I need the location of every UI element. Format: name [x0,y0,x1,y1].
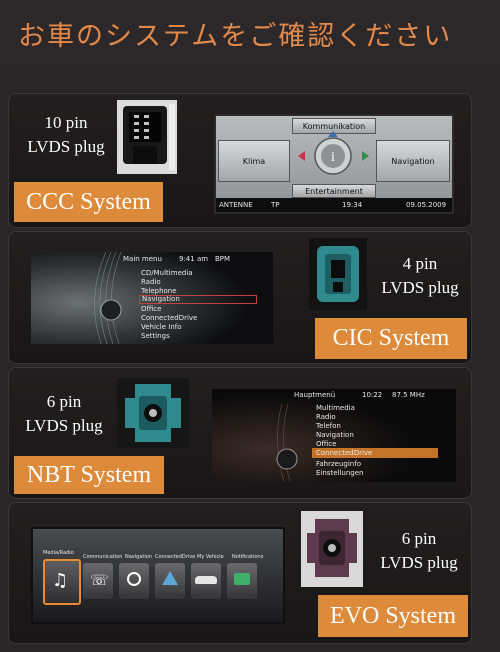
ccc-status-antenne: ANTENNE [219,201,253,209]
cic-screen-graphic [31,252,273,344]
nbt-pin-count: 6 pin [46,392,82,411]
ccc-status-date: 09.05.2009 [406,201,447,209]
cic-menu-item[interactable]: Vehicle Info [141,323,182,331]
nbt-screen-graphic [212,389,456,482]
ccc-screen: Kommunikation Klima Navigation Entertain… [214,114,454,214]
nbt-menu-item-selected[interactable]: ConnectedDrive [312,448,438,458]
nbt-screen: Hauptmenü 10:22 87.5 MHz Multimedia Radi… [212,389,456,482]
arrow-right-icon [362,151,369,161]
cic-connector-image [309,238,367,310]
evo-tile-label: Communication [83,554,123,560]
evo-pin-count: 6 pin [401,529,437,548]
cic-menu-item[interactable]: ConnectedDrive [141,314,198,322]
evo-plug-type: LVDS plug [380,553,458,572]
cic-header-time: 9:41 am [179,255,209,263]
nbt-menu-item[interactable]: Multimedia [316,404,355,412]
page-header: お車のシステムをご確認ください [0,0,500,66]
ccc-navigation-tile: Navigation [376,140,450,182]
nbt-header-title: Hauptmenü [294,391,336,399]
ccc-status-tp: TP [271,201,280,209]
music-note-icon: ♫ [52,570,69,591]
cic-header-title: Main menu [123,255,162,263]
notification-icon [234,573,250,585]
cic-system-label: CIC System [315,318,467,359]
arrow-left-icon [298,151,305,161]
ccc-entertainment-tile: Entertainment [292,184,376,198]
cic-pin-count: 4 pin [402,254,438,273]
evo-tile-label: ConnectedDrive [155,554,196,560]
cic-menu-item[interactable]: CD/Multimedia [141,269,193,277]
car-icon [195,576,217,584]
cic-menu-item[interactable]: Settings [141,332,170,340]
ccc-plug-info: 10 pin LVDS plug [14,111,118,159]
evo-tile[interactable] [191,563,221,599]
evo-tile-label: Notifications [232,554,264,560]
connected-drive-icon [162,571,178,585]
evo-section[interactable]: ♫ ☏ Media/Radio Communication Navigation… [8,502,472,644]
nbt-menu-item[interactable]: Office [316,440,337,448]
ccc-controller-icon: i [313,136,353,176]
navigation-icon [127,572,141,586]
nbt-menu-item[interactable]: Telefon [316,422,341,430]
ccc-status-bar: ANTENNE TP 19:34 09.05.2009 [216,198,452,212]
cic-menu-item[interactable]: Radio [141,278,161,286]
evo-tile-label: My Vehicle [197,554,224,560]
ccc-connector-image [117,100,177,174]
phone-icon: ☏ [90,571,109,589]
cic-header-extra: BPM [215,255,231,263]
nbt-connector-image [117,378,189,448]
evo-tile[interactable] [119,563,149,599]
arrow-up-icon [328,131,338,137]
nbt-menu-item[interactable]: Einstellungen [316,469,364,477]
ccc-status-time: 19:34 [342,201,363,209]
ccc-system-label: CCC System [14,182,163,222]
nbt-header-radio: 87.5 MHz [392,391,425,399]
ccc-plug-type: LVDS plug [27,137,105,156]
cic-plug-type: LVDS plug [381,278,459,297]
evo-tile-selected[interactable]: ♫ [43,559,81,605]
nbt-menu-item[interactable]: Navigation [316,431,354,439]
nbt-system-label: NBT System [14,456,164,494]
evo-tile[interactable] [227,563,257,599]
nbt-section[interactable]: 6 pin LVDS plug NBT System Haup [8,367,472,499]
cic-menu-item-selected[interactable]: Navigation [139,295,257,304]
evo-connector-image [301,511,363,587]
cic-plug-info: 4 pin LVDS plug [371,252,469,300]
svg-text:i: i [331,150,335,165]
nbt-header-time: 10:22 [362,391,383,399]
evo-plug-info: 6 pin LVDS plug [369,527,469,575]
nbt-plug-type: LVDS plug [25,416,103,435]
ccc-klima-tile: Klima [218,140,290,182]
nbt-plug-info: 6 pin LVDS plug [14,390,114,438]
evo-tile[interactable]: ☏ [83,563,113,599]
ccc-section[interactable]: 10 pin LVDS plug CCC System Kommunikatio… [8,93,472,228]
evo-screen: ♫ ☏ Media/Radio Communication Navigation… [31,527,285,624]
nbt-menu-item[interactable]: Radio [316,413,336,421]
evo-system-label: EVO System [318,595,468,637]
evo-tile[interactable] [155,563,185,599]
cic-section[interactable]: Main menu 9:41 am BPM CD/Multimedia Radi… [8,231,472,364]
nbt-menu-item[interactable]: Fahrzeuginfo [316,460,361,468]
page-title: お車のシステムをご確認ください [18,21,453,52]
evo-tile-label: Media/Radio [43,550,74,556]
evo-tile-label: Navigation [125,554,152,560]
ccc-pin-count: 10 pin [44,113,88,132]
cic-menu-item[interactable]: Office [141,305,162,313]
cic-menu-item[interactable]: Telephone [141,287,177,295]
cic-screen: Main menu 9:41 am BPM CD/Multimedia Radi… [31,252,273,344]
